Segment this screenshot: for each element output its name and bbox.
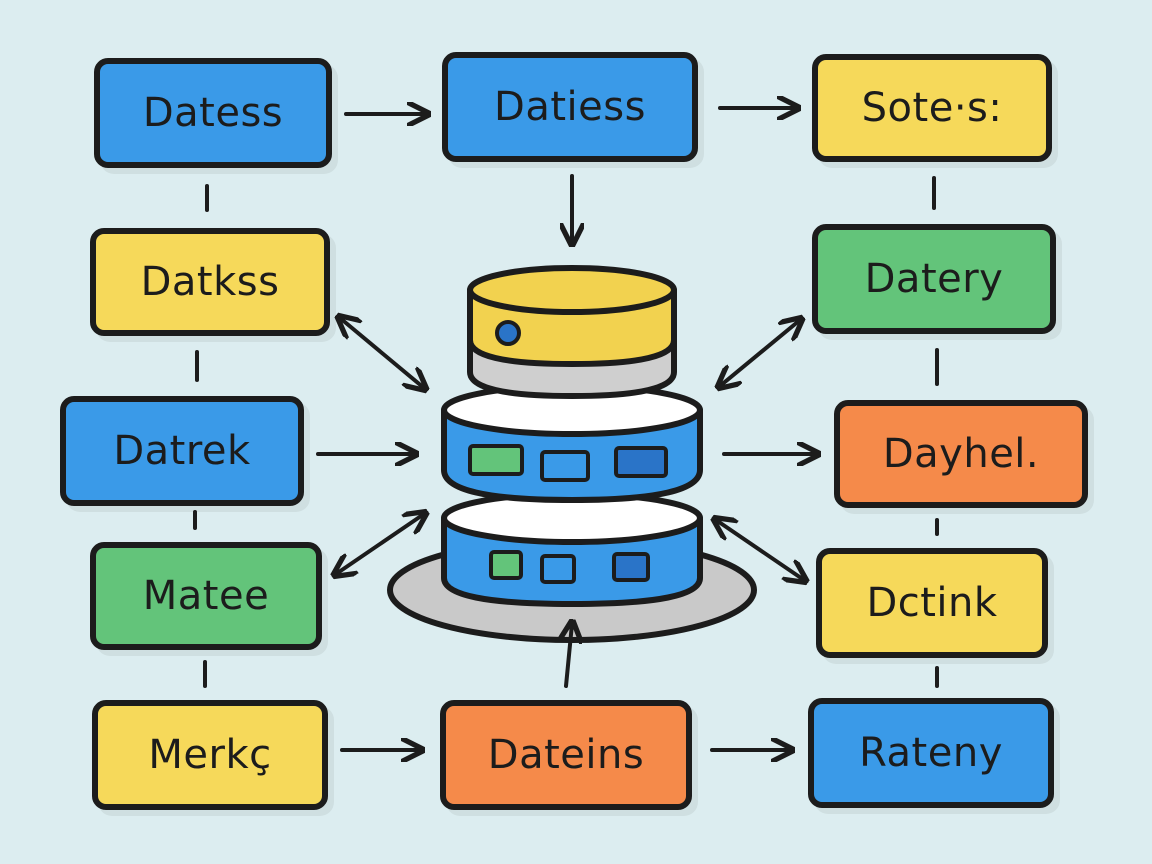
node-dayhel[interactable]: Dayhel. <box>834 400 1088 508</box>
arrow-n11-db <box>566 624 572 688</box>
node-label: Datkss <box>140 259 280 305</box>
node-rateny[interactable]: Rateny <box>808 698 1054 808</box>
arrow-db-n5 <box>720 320 800 386</box>
node-datrek[interactable]: Datrek <box>60 396 304 506</box>
connectors <box>193 108 939 750</box>
node-sote-s[interactable]: Sote·s: <box>812 54 1052 162</box>
node-label: Datess <box>142 90 284 136</box>
database-stack-icon <box>387 265 757 643</box>
node-dctink[interactable]: Dctink <box>816 548 1048 658</box>
node-dateins[interactable]: Dateins <box>440 700 692 810</box>
node-datkss[interactable]: Datkss <box>90 228 330 336</box>
node-label: Datery <box>864 256 1004 302</box>
node-matee[interactable]: Matee <box>90 542 322 650</box>
node-label: Dctink <box>866 580 998 626</box>
node-label: Dateins <box>487 732 645 778</box>
node-label: Matee <box>142 573 270 619</box>
node-merkc[interactable]: Merkç <box>92 700 328 810</box>
node-label: Rateny <box>859 730 1003 776</box>
node-label: Merkç <box>148 732 272 778</box>
node-label: Sote·s: <box>861 85 1003 131</box>
arrow-n8-db <box>336 514 424 574</box>
indicator-dot <box>495 320 521 346</box>
node-datess[interactable]: Datess <box>94 58 332 168</box>
node-datiess[interactable]: Datiess <box>442 52 698 162</box>
arrow-n4-db <box>340 318 424 388</box>
node-label: Datrek <box>113 428 251 474</box>
node-label: Dayhel. <box>882 431 1040 477</box>
node-label: Datiess <box>494 84 646 130</box>
arrow-db-n9 <box>716 520 804 580</box>
node-datery[interactable]: Datery <box>812 224 1056 334</box>
